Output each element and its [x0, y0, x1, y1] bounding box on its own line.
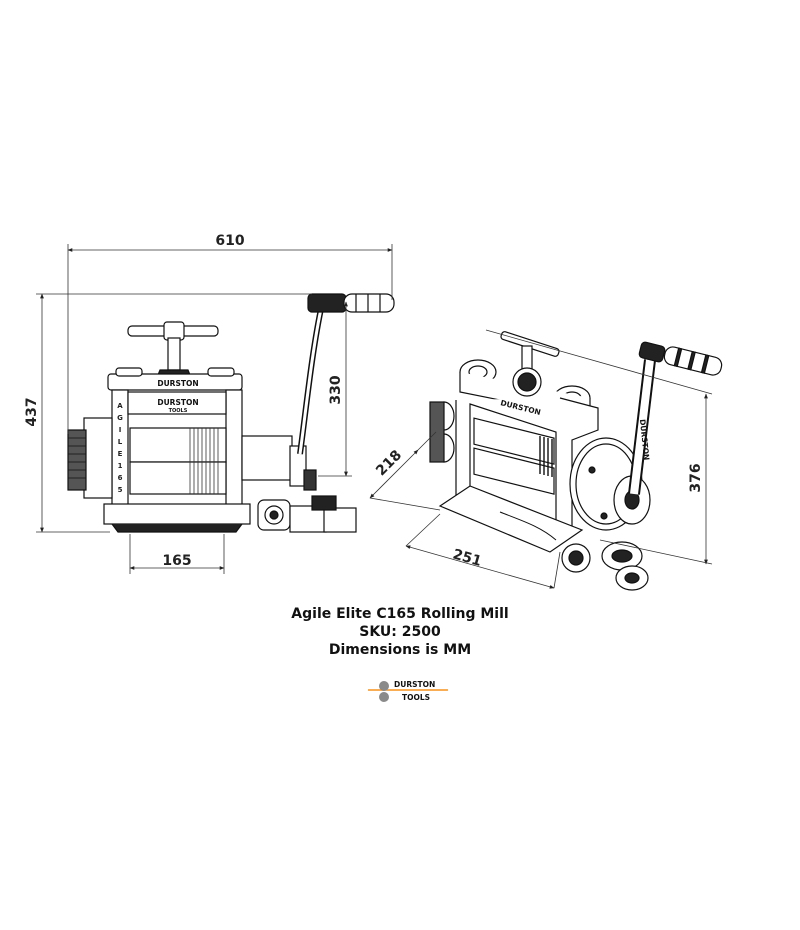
front-crank-handle: [307, 293, 395, 313]
logo-dot-bottom: [379, 692, 389, 702]
svg-text:A: A: [117, 402, 123, 410]
front-left-gear: [83, 417, 113, 499]
iso-gearbox: [569, 437, 651, 531]
iso-view: [429, 331, 723, 591]
dim-label-218: 218: [373, 447, 405, 479]
iso-left-gears: [429, 401, 455, 463]
logo-dot-top: [379, 681, 389, 691]
iso-base: [438, 485, 584, 553]
svg-text:I: I: [119, 426, 122, 434]
svg-text:E: E: [118, 450, 123, 458]
dim-line-251: [405, 545, 555, 589]
caption-sku: SKU: 2500: [359, 624, 441, 640]
iso-crank-handle: [638, 341, 723, 376]
durston-logo: DURSTON TOOLS: [368, 680, 448, 702]
dim-label-437: 437: [24, 397, 40, 426]
svg-text:1: 1: [118, 462, 123, 470]
front-roller-lower: [129, 461, 227, 495]
front-badge-text: DURSTON: [157, 379, 198, 388]
dim-label-330: 330: [328, 375, 344, 404]
front-right-upright: [225, 389, 243, 521]
iso-top-tbar: [500, 331, 560, 397]
front-roller-upper: [129, 427, 227, 463]
iso-accessory-rollers: [561, 541, 649, 591]
svg-text:G: G: [117, 414, 123, 422]
front-badge-sub: TOOLS: [169, 408, 188, 414]
front-accessory-rollers: [257, 495, 357, 533]
dim-label-376: 376: [688, 463, 704, 492]
dim-line-218: [369, 449, 419, 499]
caption-title: Agile Elite C165 Rolling Mill: [291, 606, 509, 622]
iso-handle-text: DURSTON: [638, 419, 651, 461]
logo-line1: DURSTON: [394, 680, 435, 689]
svg-text:5: 5: [118, 486, 123, 494]
front-badge-text-2: DURSTON: [157, 398, 198, 407]
dim-label-610: 610: [215, 233, 244, 249]
svg-text:6: 6: [118, 474, 123, 482]
front-base: [103, 503, 251, 525]
front-right-gearbox: [241, 435, 293, 481]
dim-label-251: 251: [451, 546, 484, 569]
front-view: [67, 293, 395, 533]
svg-text:L: L: [118, 438, 123, 446]
logo-line2: TOOLS: [402, 693, 430, 702]
dim-label-165: 165: [162, 553, 191, 569]
front-top-plate: [107, 373, 243, 391]
caption-units: Dimensions is MM: [328, 642, 472, 658]
front-vertical-label: A G I L E 1 6 5: [117, 402, 123, 494]
